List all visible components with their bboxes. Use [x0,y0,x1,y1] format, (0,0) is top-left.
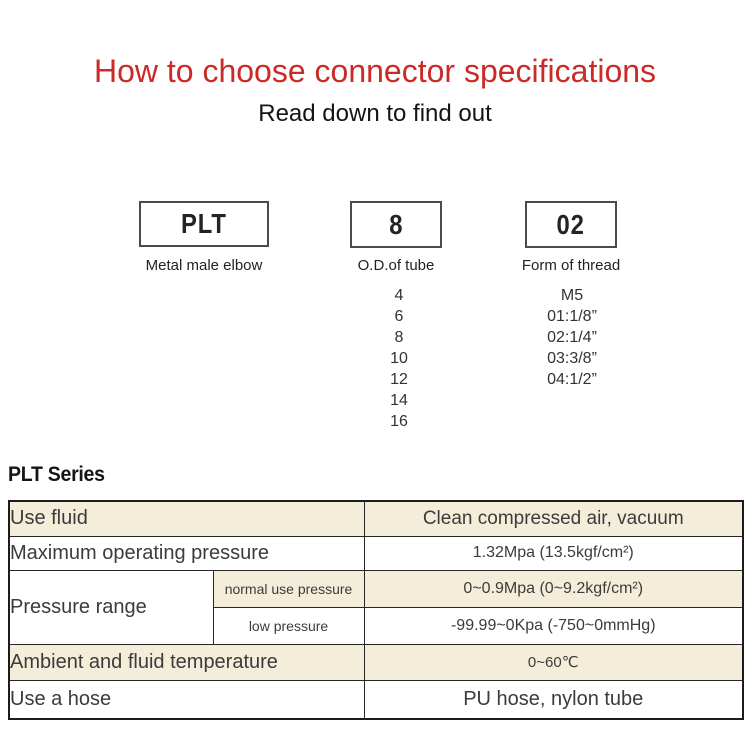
tube-option-list: 4 6 8 10 12 14 16 [349,285,449,432]
spec-table: Use fluid Clean compressed air, vacuum M… [8,500,744,720]
thread-option: 01:1/8” [547,308,597,325]
spec-value-cell: PU hose, nylon tube [363,679,744,720]
spec-sublabel-cell: low pressure [212,606,365,645]
spec-label-cell: Pressure range [8,569,214,645]
spec-value-cell: 0~60℃ [363,643,744,681]
thread-option-list: M5 01:1/8” 02:1/4” 03:3/8” 04:1/2” [512,285,632,390]
tube-option: 4 [394,287,404,304]
thread-option: M5 [560,287,584,304]
table-row-hose: Use a hose PU hose, nylon tube [8,679,744,720]
table-row-max-pressure: Maximum operating pressure 1.32Mpa (13.5… [8,535,744,571]
tube-option: 8 [394,329,404,346]
series-heading: PLT Series [8,463,105,486]
spec-label-cell: Ambient and fluid temperature [8,643,365,681]
tube-option: 12 [390,371,408,388]
model-code-box: PLT [139,201,269,247]
spec-value-cell: Clean compressed air, vacuum [363,500,744,537]
table-row-pressure-range-normal: Pressure range normal use pressure 0~0.9… [8,569,744,645]
spec-value-cell: 0~0.9Mpa (0~9.2kgf/cm²) [363,569,744,608]
tube-option: 10 [390,350,408,367]
thread-option: 02:1/4” [547,329,597,346]
tube-option: 6 [394,308,404,325]
page-subtitle: Read down to find out [258,100,492,127]
thread-form-label: Form of thread [521,257,621,274]
spec-value-cell: -99.99~0Kpa (-750~0mmHg) [363,606,744,645]
table-row-use-fluid: Use fluid Clean compressed air, vacuum [8,500,744,537]
spec-label-cell: Maximum operating pressure [8,535,365,571]
tube-option: 16 [390,413,408,430]
model-code-label: Metal male elbow [145,257,263,274]
spec-value-cell: 1.32Mpa (13.5kgf/cm²) [363,535,744,571]
page-title: How to choose connector specifications [93,53,657,89]
tube-option: 14 [390,392,408,409]
tube-size-label: O.D.of tube [357,257,435,274]
table-row-pressure-range-low: low pressure -99.99~0Kpa (-750~0mmHg) [9,606,744,645]
tube-size-box: 8 [350,201,442,248]
thread-form-box: 02 [525,201,617,248]
tube-size-code: 8 [388,208,404,240]
model-code: PLT [181,208,227,239]
spec-sublabel-cell: normal use pressure [212,569,365,608]
thread-form-code: 02 [556,208,586,240]
thread-option: 04:1/2” [547,371,597,388]
table-row-temperature: Ambient and fluid temperature 0~60℃ [8,643,744,681]
spec-label-cell: Use fluid [8,500,365,537]
spec-label-cell: Use a hose [8,679,365,720]
thread-option: 03:3/8” [547,350,597,367]
